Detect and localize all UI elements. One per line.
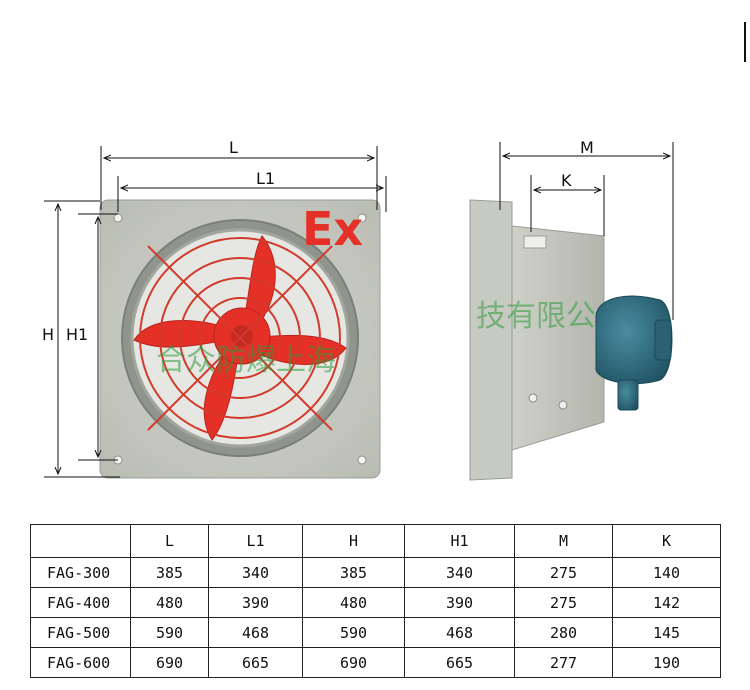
cable-gland <box>617 379 639 411</box>
cell-value: 665 <box>404 647 515 678</box>
dimension-lines <box>44 142 674 478</box>
fan-guard <box>139 237 341 439</box>
cell-value: 480 <box>130 587 209 618</box>
dim-label-l1: L1 <box>256 169 275 188</box>
watermark-left: 合众防爆上海 <box>156 343 336 378</box>
header-h: H <box>302 524 405 558</box>
nameplate <box>523 235 547 249</box>
cell-value: 340 <box>208 557 303 588</box>
cell-value: 690 <box>130 647 209 678</box>
technical-drawing: Ex 合众防爆上海 技有限公 L L1 H H1 <box>42 138 674 481</box>
cell-value: 190 <box>612 647 721 678</box>
cell-value: 340 <box>404 557 515 588</box>
front-view: Ex <box>99 199 381 479</box>
cell-value: 280 <box>514 617 613 648</box>
bolt <box>528 393 538 403</box>
cell-value: 390 <box>208 587 303 618</box>
cell-value: 140 <box>612 557 721 588</box>
cell-value: 385 <box>130 557 209 588</box>
motor-end-cap <box>654 319 672 361</box>
mount-hole <box>357 213 367 223</box>
cell-value: 145 <box>612 617 721 648</box>
cell-model: FAG-300 <box>30 557 131 588</box>
side-view <box>469 199 673 481</box>
cell-model: FAG-400 <box>30 587 131 618</box>
cell-value: 590 <box>302 617 405 648</box>
cell-value: 277 <box>514 647 613 678</box>
header-m: M <box>514 524 613 558</box>
edge-marker <box>744 22 746 62</box>
dim-label-h: H <box>42 325 54 344</box>
table-header-row: L L1 H H1 M K <box>30 524 721 558</box>
table-row: FAG-300 385 340 385 340 275 140 <box>30 557 721 588</box>
cell-value: 468 <box>404 617 515 648</box>
ex-mark: Ex <box>302 202 363 256</box>
cell-value: 275 <box>514 557 613 588</box>
header-l: L <box>130 524 209 558</box>
dim-label-k: K <box>561 171 572 190</box>
side-flange <box>469 199 513 481</box>
cell-value: 385 <box>302 557 405 588</box>
motor-housing <box>595 295 673 385</box>
header-model <box>30 524 131 558</box>
mount-hole <box>113 213 123 223</box>
header-k: K <box>612 524 721 558</box>
table-row: FAG-400 480 390 480 390 275 142 <box>30 587 721 618</box>
bolt <box>558 400 568 410</box>
mount-hole <box>357 455 367 465</box>
dim-label-h1: H1 <box>66 325 88 344</box>
cell-value: 142 <box>612 587 721 618</box>
spec-table: L L1 H H1 M K FAG-300 385 340 385 340 27… <box>30 524 721 678</box>
cell-value: 590 <box>130 617 209 648</box>
cell-model: FAG-600 <box>30 647 131 678</box>
header-h1: H1 <box>404 524 515 558</box>
cell-value: 690 <box>302 647 405 678</box>
side-body <box>511 225 605 451</box>
watermark-right: 技有限公 <box>476 299 596 334</box>
cell-value: 468 <box>208 617 303 648</box>
header-l1: L1 <box>208 524 303 558</box>
dim-label-l: L <box>229 138 238 157</box>
dim-label-m: M <box>580 138 594 157</box>
table-row: FAG-600 690 665 690 665 277 190 <box>30 647 721 678</box>
cell-value: 390 <box>404 587 515 618</box>
cell-value: 480 <box>302 587 405 618</box>
table-row: FAG-500 590 468 590 468 280 145 <box>30 617 721 648</box>
cell-model: FAG-500 <box>30 617 131 648</box>
cell-value: 665 <box>208 647 303 678</box>
cell-value: 275 <box>514 587 613 618</box>
